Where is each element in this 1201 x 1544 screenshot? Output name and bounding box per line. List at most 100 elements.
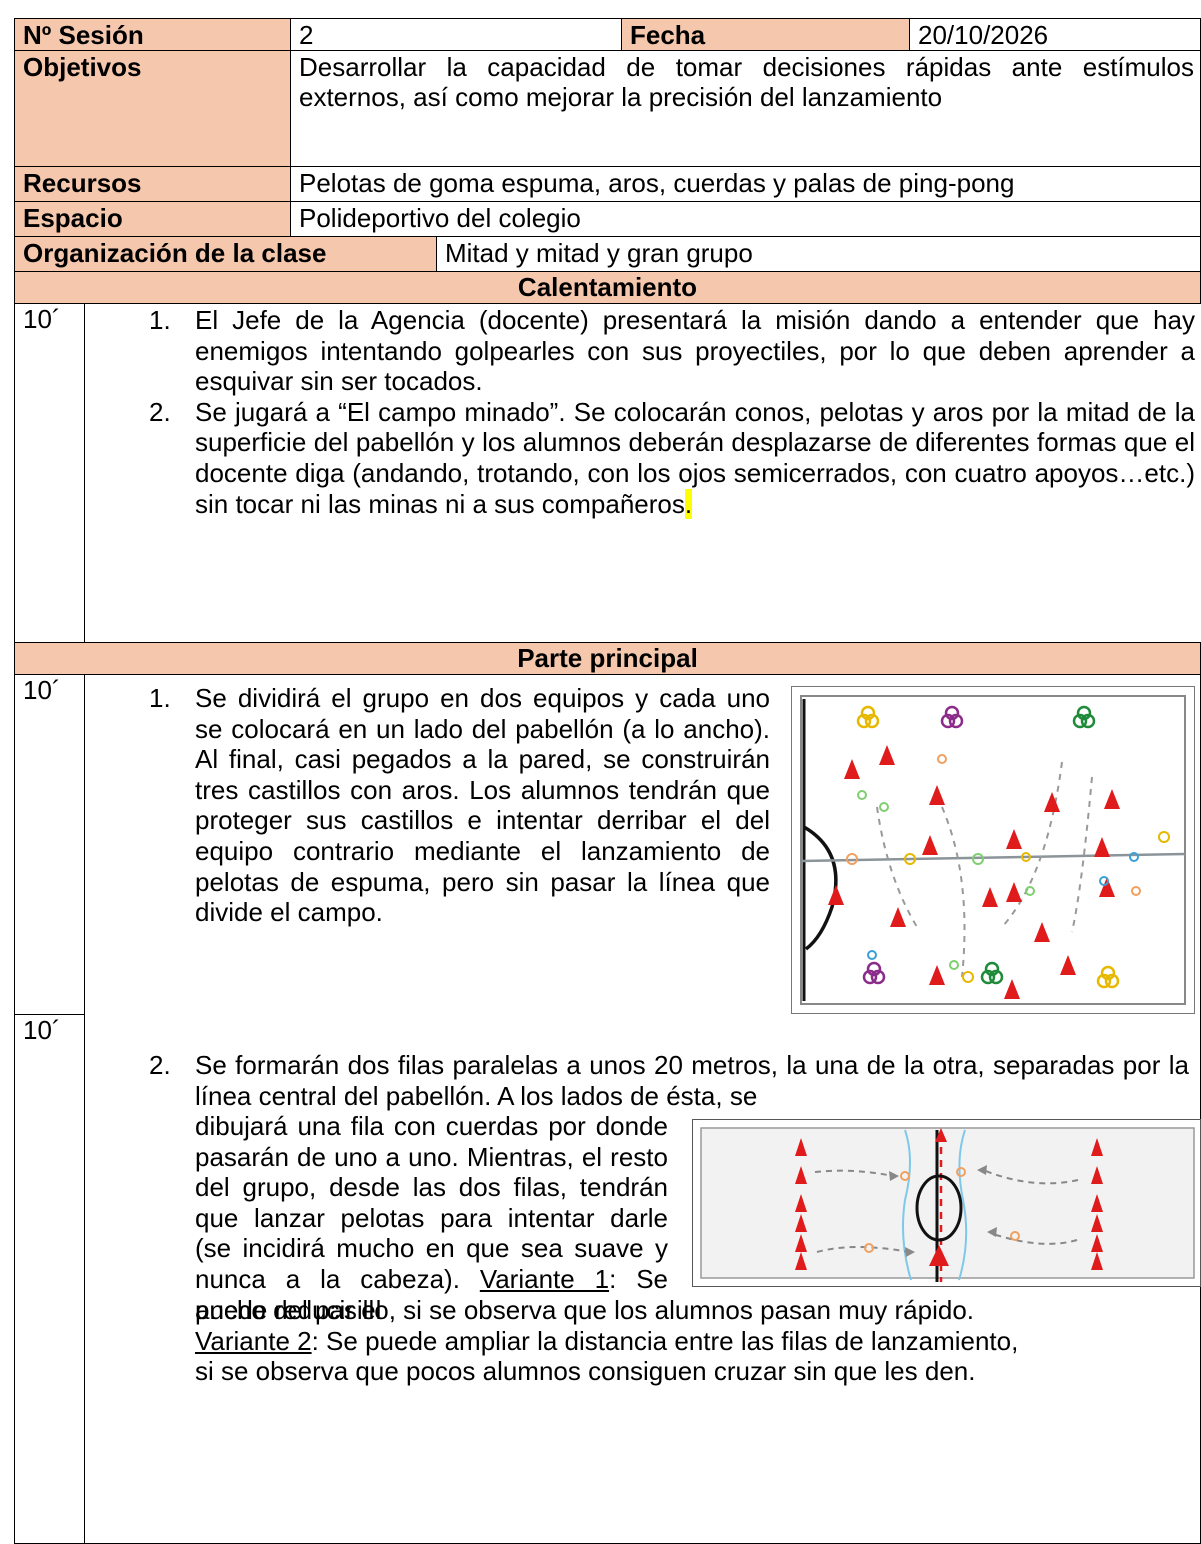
figure-castles-field	[791, 686, 1195, 1014]
session-value: 2	[290, 18, 622, 51]
date-label: Fecha	[621, 18, 910, 51]
objectives-value: Desarrollar la capacidad de tomar decisi…	[290, 50, 1201, 167]
ball-icon	[879, 802, 889, 812]
session-value-text: 2	[299, 20, 314, 50]
cone-icon	[1091, 1214, 1103, 1232]
ball-icon	[1099, 876, 1109, 886]
variant-1-text-rest: ancho del pasillo, si se observa que los…	[195, 1295, 975, 1325]
ball-icon	[949, 960, 959, 970]
main-item-2-text-top: Se formarán dos filas paralelas a unos 2…	[195, 1050, 1189, 1111]
cone-icon	[1091, 1138, 1103, 1156]
figure-corridor	[692, 1119, 1201, 1287]
castle-icon	[1096, 965, 1120, 989]
castle-icon	[856, 705, 880, 729]
organization-value-text: Mitad y mitad y gran grupo	[445, 238, 753, 268]
main-title-text: Parte principal	[517, 643, 698, 673]
cone-icon	[1006, 829, 1022, 849]
cone-icon	[1094, 837, 1110, 857]
cone-icon	[1099, 877, 1115, 897]
ball-icon	[1021, 852, 1031, 862]
ball-icon	[846, 853, 858, 865]
castle-icon	[1072, 705, 1096, 729]
objectives-value-text: Desarrollar la capacidad de tomar decisi…	[299, 52, 1194, 112]
variant-2-label: Variante 2	[195, 1325, 312, 1356]
ball-icon	[900, 1171, 910, 1181]
main-time-1-text: 10´	[23, 675, 61, 705]
ball-icon	[1131, 886, 1141, 896]
cone-icon	[890, 907, 906, 927]
cone-icon	[929, 785, 945, 805]
ball-icon	[972, 853, 984, 865]
cone-icon	[795, 1166, 807, 1184]
center-line	[801, 852, 1186, 863]
warmup-item: 1. El Jefe de la Agencia (docente) presen…	[85, 305, 1195, 397]
variant-1-text-start: : Se puede reducir el	[195, 1263, 668, 1325]
ball-icon	[962, 971, 974, 983]
rope-right	[958, 1129, 968, 1281]
organization-value: Mitad y mitad y gran grupo	[436, 236, 1201, 272]
cone-icon	[844, 759, 860, 779]
warmup-item: 2.Se jugará a “El campo minado”. Se colo…	[85, 397, 1195, 519]
main-item-2-side: dibujará una fila con cuerdas por donde …	[195, 1111, 668, 1325]
cone-icon	[795, 1234, 807, 1252]
warmup-time: 10´	[14, 303, 85, 643]
resources-label: Recursos	[14, 166, 291, 202]
warmup-item-text: El Jefe de la Agencia (docente) presenta…	[195, 305, 1195, 397]
cone-icon	[795, 1214, 807, 1232]
ball-icon	[864, 1243, 874, 1253]
session-label-text: Nº Sesión	[23, 20, 144, 50]
cone-icon	[1104, 789, 1120, 809]
date-label-text: Fecha	[630, 20, 706, 50]
variant-2-text-cut: si se observa que pocos alumnos consigue…	[195, 1356, 976, 1387]
ball-icon	[937, 754, 947, 764]
main-item-2-rest: ancho del pasillo, si se observa que los…	[195, 1295, 1189, 1387]
ball-icon	[956, 1167, 966, 1177]
resources-value-text: Pelotas de goma espuma, aros, cuerdas y …	[299, 168, 1015, 198]
throw-arrows	[889, 1165, 997, 1257]
main-item-1: 1. Se dividirá el grupo en dos equipos y …	[149, 683, 770, 928]
ball-icon	[867, 950, 877, 960]
cones	[828, 745, 1120, 999]
cone-icon	[1091, 1252, 1103, 1270]
cone-icon	[982, 887, 998, 907]
ball-icon	[1129, 852, 1139, 862]
variant-1-label: Variante 1	[479, 1263, 610, 1294]
space-value-text: Polideportivo del colegio	[299, 203, 581, 233]
warmup-item-number: 1.	[149, 305, 171, 335]
warmup-item-text: Se jugará a “El campo minado”. Se coloca…	[195, 396, 1195, 519]
cone-icon	[795, 1194, 807, 1212]
warmup-list: 1. El Jefe de la Agencia (docente) presen…	[85, 305, 1195, 519]
court-area	[700, 1127, 1195, 1279]
main-item-1-text: Se dividirá el grupo en dos equipos y ca…	[195, 683, 770, 928]
movement-paths	[876, 761, 1093, 978]
space-label-text: Espacio	[23, 203, 123, 233]
warmup-title: Calentamiento	[14, 271, 1201, 304]
space-value: Polideportivo del colegio	[290, 201, 1201, 237]
goal-area-arc	[803, 825, 838, 951]
main-item-1-number: 1.	[149, 683, 171, 713]
castle-icon	[940, 705, 964, 729]
arrow-right-icon	[905, 1247, 915, 1257]
arrow-right-icon	[889, 1171, 899, 1181]
variant-2-text: : Se puede ampliar la distancia entre la…	[311, 1325, 1019, 1356]
organization-label-text: Organización de la clase	[23, 238, 327, 268]
cone-icon	[1091, 1234, 1103, 1252]
throw-paths	[814, 1169, 1079, 1253]
castle-icon	[862, 961, 886, 985]
cone-icon	[1091, 1194, 1103, 1212]
right-row-cones	[1091, 1138, 1103, 1270]
cone-icon	[1034, 922, 1050, 942]
organization-label: Organización de la clase	[14, 236, 437, 272]
cone-icon	[1004, 979, 1020, 999]
cone-icon	[795, 1252, 807, 1270]
figure-castles-svg	[800, 695, 1186, 1005]
center-circle	[915, 1174, 963, 1242]
cone-icon	[828, 885, 844, 905]
cone-icon	[1006, 882, 1022, 902]
arrow-up-icon	[935, 1128, 947, 1142]
castle-icon	[980, 961, 1004, 985]
cone-icon	[1060, 955, 1076, 975]
balls	[864, 1167, 1020, 1253]
main-time-1: 10´	[14, 674, 85, 1015]
